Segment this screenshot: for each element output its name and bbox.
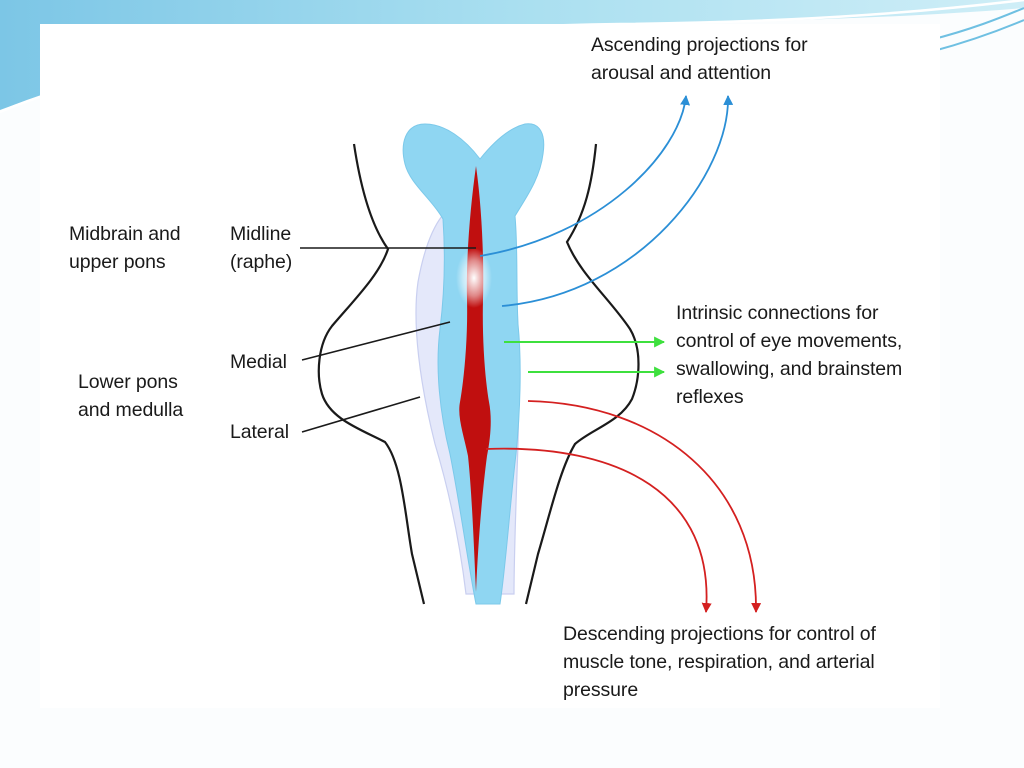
descending-arrow-2 [527,400,762,613]
ascending-arrow-1 [479,95,691,257]
intrinsic-label: Intrinsic connections for control of eye… [676,299,902,411]
midline-raphe-label: Midline (raphe) [230,220,292,276]
lateral-label-text: Lateral [230,421,289,443]
medial-label: Medial [230,348,287,376]
leader-line-lateral [301,396,421,433]
intrinsic-label-line-3: swallowing, and brainstem [676,358,903,380]
descending-label-line-3: pressure [563,679,639,701]
lateral-label: Lateral [230,418,289,446]
lower-pons-label-line-2: and medulla [78,399,184,421]
midbrain-label-line-1: Midbrain and [69,223,181,245]
intrinsic-label-line-1: Intrinsic connections for [676,302,879,324]
raphe-glow [456,248,492,308]
brainstem-diagram [300,95,762,613]
midbrain-upper-pons-label: Midbrain and upper pons [69,220,181,276]
brainstem-outline-right [524,143,640,605]
descending-label-line-1: Descending projections for control of [563,623,876,645]
intrinsic-label-line-4: reflexes [676,386,744,408]
descending-label: Descending projections for control of mu… [563,620,876,704]
midbrain-label-line-2: upper pons [69,251,166,273]
lower-pons-medulla-label: Lower pons and medulla [78,368,183,424]
midline-label-line-2: (raphe) [230,251,293,273]
ascending-label-line-1: Ascending projections for [591,34,808,56]
intrinsic-label-line-2: control of eye movements, [676,330,903,352]
medial-label-text: Medial [230,351,287,373]
brainstem-outline-left [317,143,426,605]
lower-pons-label-line-1: Lower pons [78,371,178,393]
descending-arrow-1 [485,447,712,613]
ascending-label: Ascending projections for arousal and at… [591,31,808,87]
ascending-label-line-2: arousal and attention [591,62,772,84]
ascending-arrow-2 [501,95,734,307]
leader-line-medial [301,321,451,361]
right-accent-lines [929,7,1024,53]
descending-label-line-2: muscle tone, respiration, and arterial [563,651,875,673]
midline-label-line-1: Midline [230,223,292,245]
